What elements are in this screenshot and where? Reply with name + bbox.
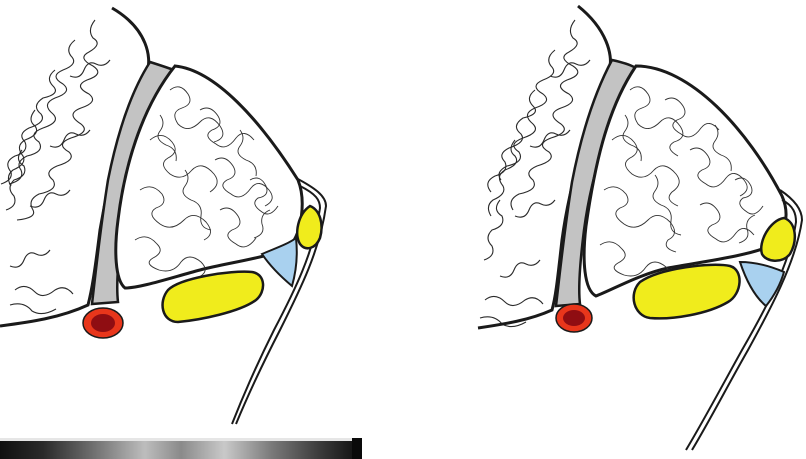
left-panel (0, 8, 326, 424)
blue-wedge-right (740, 262, 784, 306)
red-vessel-right (556, 304, 592, 332)
yellow-oval-large-left (163, 272, 264, 322)
radiograph-fragment (0, 438, 362, 459)
red-vessel-left (83, 308, 123, 338)
right-panel (478, 6, 802, 450)
